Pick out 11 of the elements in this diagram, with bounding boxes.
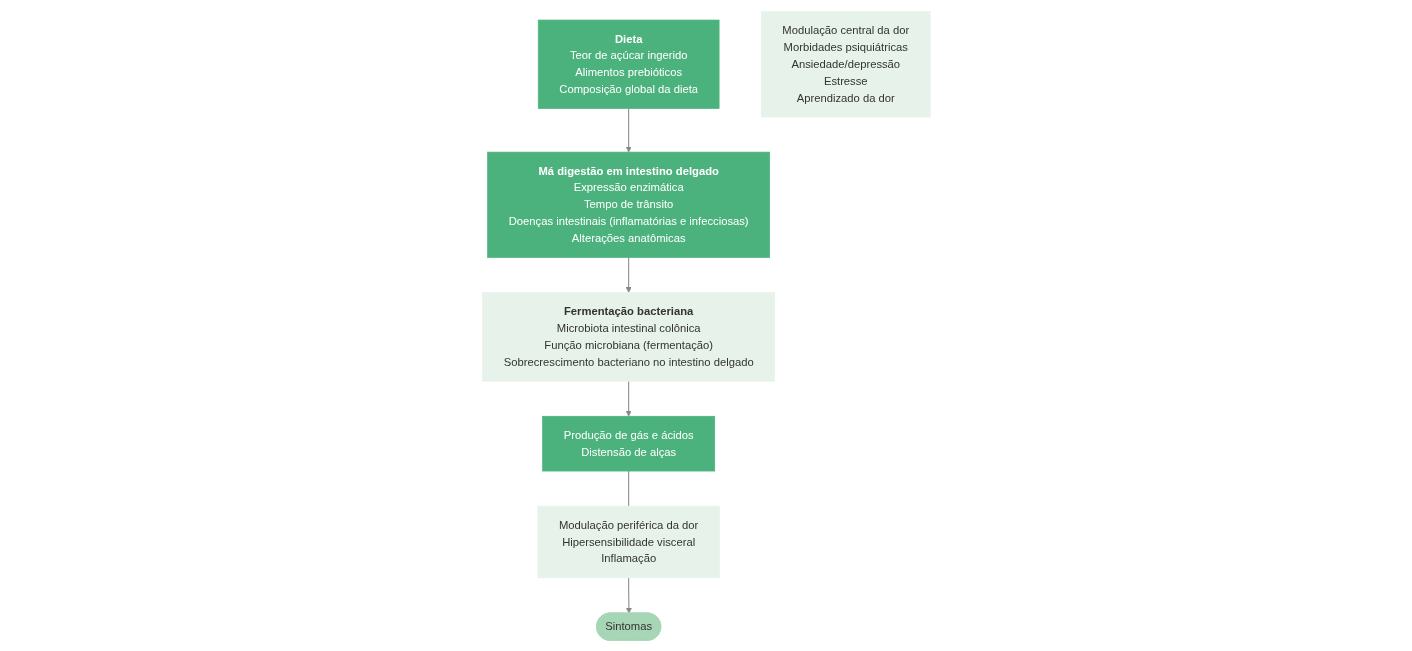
- arrow: [625, 380, 632, 417]
- arrow: [625, 256, 632, 293]
- arrow: [625, 576, 632, 614]
- arrow: [625, 107, 632, 152]
- node-box: Dieta Teor de açúcar ingerido Alimentos prebióticos Composição global da dieta: [537, 19, 719, 109]
- node-box: Modulação central da dor Morbidades psiquiátricas Ansiedade/depressão Estresse Aprendizado da dor: [760, 10, 931, 117]
- connector: [627, 470, 629, 507]
- node-box: Produção de gás e ácidos Distensão de alças: [541, 415, 715, 471]
- node-box: Má digestão em intestino delgado Expressão enzimática Tempo de trânsito Doenças intestinais (inflamatórias e infecciosas) Alterações anatômicas: [486, 151, 770, 258]
- node-box: Fermentação bacteriana Microbiota intestinal colônica Função microbiana (fermentação) Sobrecrescimento bacteriano no intestino delgado: [481, 291, 775, 381]
- node-box: Modulação periférica da dor Hipersensibilidade visceral Inflamação: [537, 505, 720, 578]
